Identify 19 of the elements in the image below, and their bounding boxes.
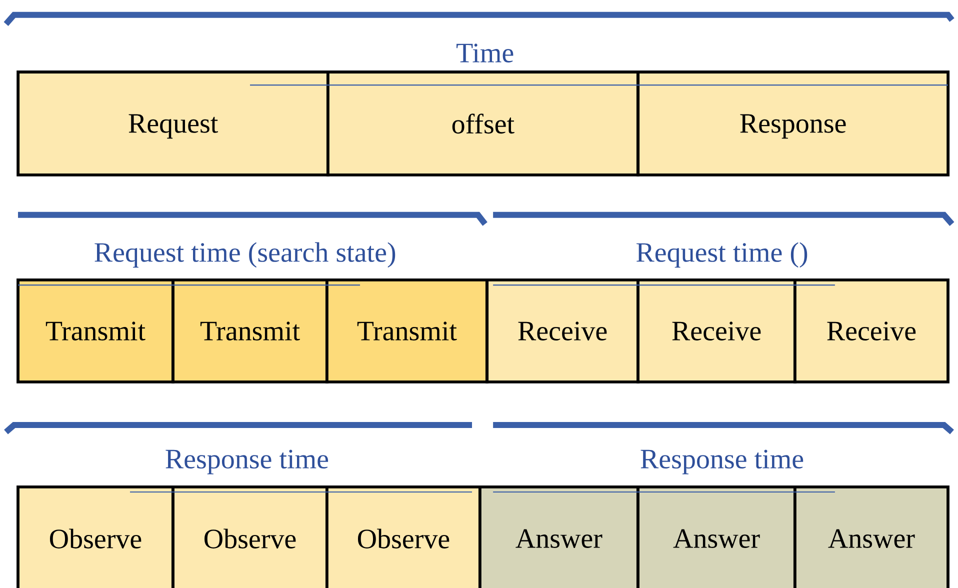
timeline-cell: Transmit xyxy=(172,278,328,384)
timeline-cell: Request xyxy=(16,70,330,176)
timeline-cell: Transmit xyxy=(325,278,488,384)
timeline-cell: Answer xyxy=(636,485,797,588)
timeline-cell: offset xyxy=(326,70,640,176)
timeline-cell: Observe xyxy=(325,485,482,588)
timeline-cell: Response xyxy=(636,70,950,176)
section-label: Response time xyxy=(166,450,328,474)
timeline-cell: Transmit xyxy=(16,278,174,384)
timeline-cell: Answer xyxy=(478,485,640,588)
timeline-cell: Observe xyxy=(172,485,328,588)
timeline-cell: Receive xyxy=(793,278,950,384)
section-label: Request time () xyxy=(636,242,808,268)
section-label: Response time xyxy=(640,450,804,474)
timeline-cell: Receive xyxy=(486,278,640,384)
section-label: Request time (search state) xyxy=(94,242,396,268)
timeline-cell: Answer xyxy=(793,485,950,588)
timeline-cell: Observe xyxy=(16,485,174,588)
timeline-cell: Receive xyxy=(636,278,797,384)
